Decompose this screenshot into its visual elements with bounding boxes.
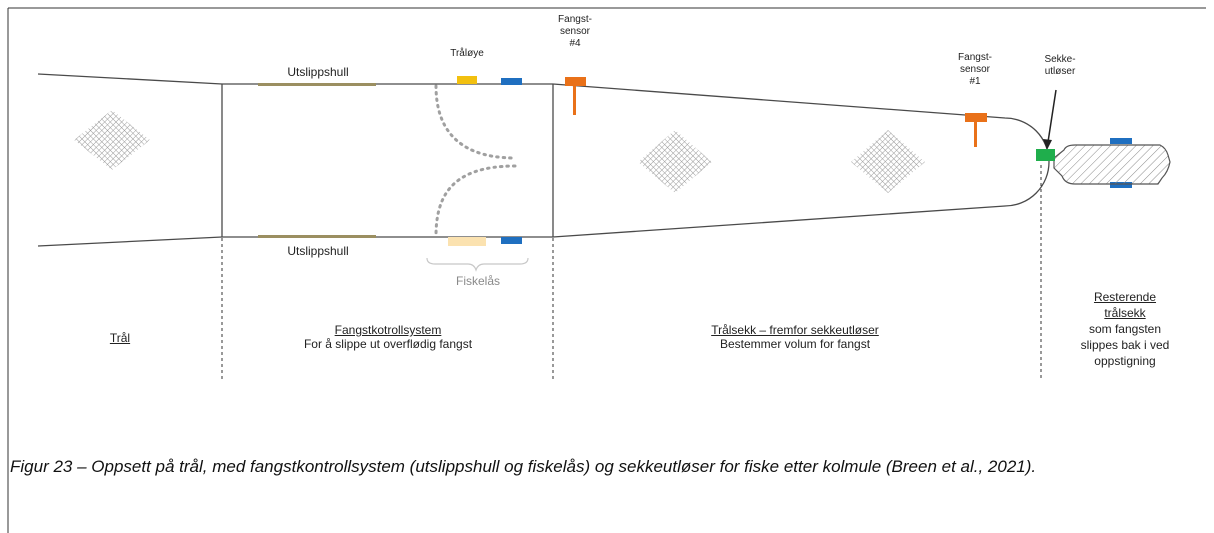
blue-sensor-sack-bottom bbox=[1110, 182, 1132, 188]
sekkeutloser-arrowhead bbox=[1043, 139, 1052, 150]
remaining-sack bbox=[1053, 144, 1171, 185]
fangstsensor4-marker bbox=[565, 77, 586, 115]
fangstsensor1-label: Fangst- sensor #1 bbox=[946, 52, 1004, 88]
release-marker bbox=[1036, 149, 1055, 161]
sekkeutloser-label-line2: utløser bbox=[1044, 66, 1076, 77]
section-resterende-subtitle-line2: slippes bak i ved bbox=[1080, 338, 1170, 352]
fangstsensor4-label: Fangst- sensor #4 bbox=[546, 14, 604, 50]
utslippshull-bottom-bar bbox=[258, 235, 376, 238]
section-resterende-subtitle-line3: oppstigning bbox=[1094, 354, 1156, 368]
section-fangstkontroll-title: Fangstkotrollsystem bbox=[334, 323, 442, 337]
section-tral-title: Trål bbox=[109, 331, 131, 345]
section-resterende-title-line1: Resterende bbox=[1093, 290, 1157, 304]
section-resterende-subtitle-line1: som fangsten bbox=[1088, 322, 1162, 336]
fangstsensor1-label-line1: Fangst- bbox=[958, 52, 992, 63]
section-tralsekk-subtitle: Bestemmer volum for fangst bbox=[719, 337, 871, 351]
utslippshull-bottom-label: Utslippshull bbox=[287, 244, 349, 258]
sekkeutloser-label: Sekke- utløser bbox=[1032, 54, 1088, 78]
section-tralsekk: Trålsekk – fremfor sekkeutløser Bestemme… bbox=[640, 323, 950, 351]
mesh-diamond-icon bbox=[74, 110, 150, 170]
utslippshull-top-label: Utslippshull bbox=[287, 65, 349, 79]
section-fangstkontroll-subtitle: For å slippe ut overflødig fangst bbox=[303, 337, 473, 351]
fiskelas-curves bbox=[434, 84, 517, 238]
fangstsensor1-marker bbox=[965, 113, 987, 147]
section-fangstkontroll: Fangstkotrollsystem For å slippe ut over… bbox=[225, 323, 551, 351]
fangstsensor4-label-line3: #4 bbox=[569, 38, 581, 49]
sekkeutloser-arrow bbox=[1047, 89, 1057, 143]
traloye-marker-bottom bbox=[448, 237, 486, 246]
utslippshull-top-bar bbox=[258, 83, 376, 86]
sekkeutloser-label-line1: Sekke- bbox=[1044, 54, 1076, 65]
section-resterende-title-line2: trålsekk bbox=[1104, 306, 1146, 320]
section-tralsekk-title: Trålsekk – fremfor sekkeutløser bbox=[711, 323, 879, 337]
blue-sensor-bottom bbox=[501, 237, 522, 244]
fangstsensor4-label-line2: sensor bbox=[559, 26, 590, 37]
blue-sensor-top bbox=[501, 78, 522, 85]
fangstsensor4-label-line1: Fangst- bbox=[558, 14, 592, 25]
fiskelas-label: Fiskelås bbox=[455, 274, 500, 288]
mesh-diamond-icon bbox=[638, 130, 712, 193]
figure-caption: Figur 23 – Oppsett på trål, med fangstko… bbox=[10, 457, 1037, 476]
traloye-marker-top bbox=[457, 76, 477, 84]
mesh-diamond-icon bbox=[851, 130, 925, 193]
fiskelas-bracket bbox=[426, 257, 529, 272]
fangstsensor1-label-line2: sensor bbox=[959, 64, 990, 75]
section-resterende: Resterende trålsekk som fangsten slippes… bbox=[1050, 289, 1200, 369]
traloye-label: Tråløye bbox=[450, 48, 484, 59]
fangstsensor1-label-line3: #1 bbox=[969, 76, 981, 87]
blue-sensor-sack-top bbox=[1110, 138, 1132, 144]
